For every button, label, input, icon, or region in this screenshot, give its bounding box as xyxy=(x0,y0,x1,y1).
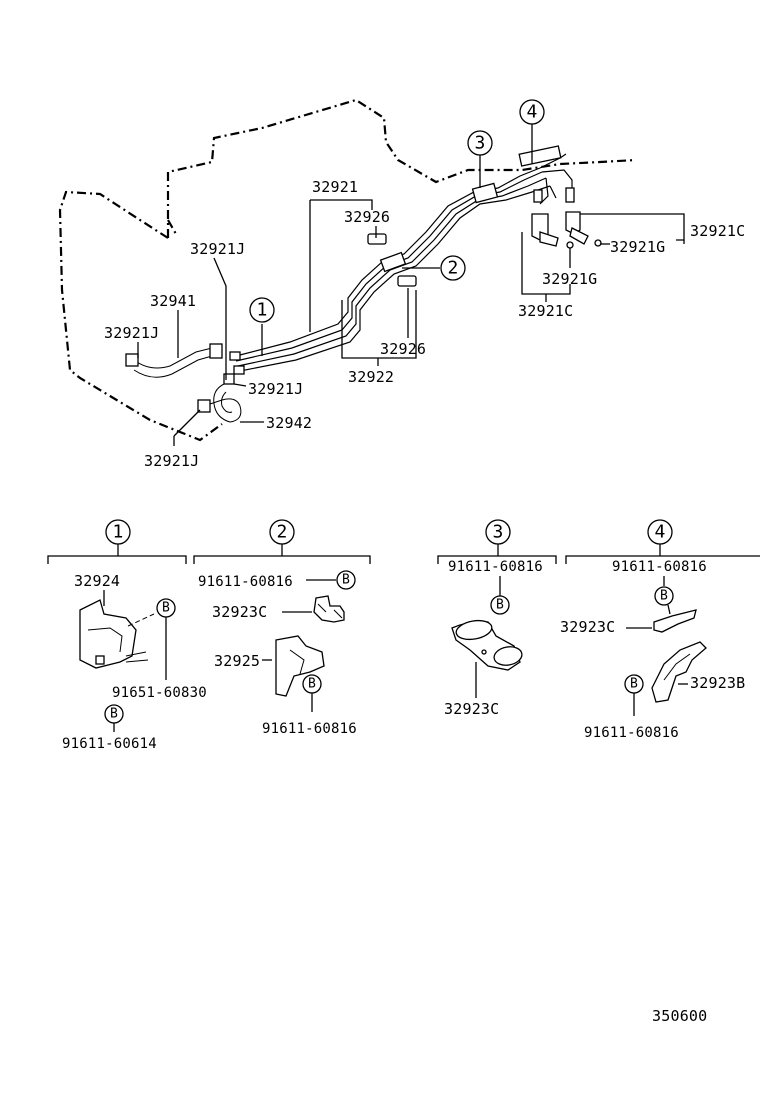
detail-3: 3 91611-60816 B 32923C xyxy=(437,519,557,718)
callout-3: 3 xyxy=(467,130,493,156)
label-32921G-mid: 32921G xyxy=(542,270,597,288)
label-32921G-right: 32921G xyxy=(610,238,665,256)
gasket-32921G xyxy=(566,241,574,249)
bracket-32924 xyxy=(79,599,137,669)
label-32921C-right: 32921C xyxy=(690,222,745,240)
callout-3-label: 3 xyxy=(474,133,485,154)
label-32921J-bottom: 32921J xyxy=(144,452,199,470)
pipe-fitting xyxy=(533,189,543,203)
callout-1: 1 xyxy=(249,297,275,323)
clamp-32923C xyxy=(313,595,345,623)
bolt-b-label: B xyxy=(660,589,668,604)
clamp xyxy=(471,182,499,204)
detail-2-number: 2 xyxy=(276,522,287,543)
tube-32926 xyxy=(397,275,417,287)
flex-hose-32921C xyxy=(569,227,589,245)
bracket-32923B xyxy=(651,641,707,703)
callout-4-label: 4 xyxy=(526,102,537,123)
detail-2: 2 91611-60816 B 32923C 32925 B 91611-608… xyxy=(193,519,371,737)
label-32921J-left: 32921J xyxy=(104,324,159,342)
label-32921J-mid: 32921J xyxy=(248,380,303,398)
detail-1-number: 1 xyxy=(112,522,123,543)
label-32924: 32924 xyxy=(74,572,120,590)
brake-pipes xyxy=(125,145,602,423)
hose-clip-32921J xyxy=(223,373,235,385)
bolt-b-label: B xyxy=(496,598,504,613)
leader-lines xyxy=(137,124,685,446)
label-32923C: 32923C xyxy=(444,700,499,718)
label-32923B: 32923B xyxy=(690,674,745,692)
label-32926-top: 32926 xyxy=(344,208,390,226)
label-32926-bottom: 32926 xyxy=(380,340,426,358)
label-32923C: 32923C xyxy=(212,603,267,621)
label-32921C-bottom: 32921C xyxy=(518,302,573,320)
bolt-b-label: B xyxy=(162,601,170,616)
label-32942: 32942 xyxy=(266,414,312,432)
bolt-b-label: B xyxy=(630,677,638,692)
label-91611-60816-top: 91611-60816 xyxy=(198,574,293,590)
label-91651-60830: 91651-60830 xyxy=(112,685,207,701)
callout-1-label: 1 xyxy=(256,300,267,321)
pipe-fitting xyxy=(565,187,575,203)
pipe-fitting xyxy=(233,365,245,375)
body-outline xyxy=(58,98,637,442)
clamp xyxy=(379,251,407,273)
label-91611-60816-top: 91611-60816 xyxy=(612,559,707,575)
label-32922: 32922 xyxy=(348,368,394,386)
detail-3-number: 3 xyxy=(492,522,503,543)
label-91611-60816: 91611-60816 xyxy=(448,559,543,575)
label-91611-60614: 91611-60614 xyxy=(62,736,157,752)
main-labels: 32921 32926 32921J 32941 32921J 32921J 3… xyxy=(104,178,745,470)
label-91611-60816-bottom: 91611-60816 xyxy=(584,725,679,741)
clamp-32923C xyxy=(653,609,697,633)
bolt-b-label: B xyxy=(342,573,350,588)
bolt-b-circle xyxy=(336,570,356,590)
callout-2-label: 2 xyxy=(447,258,458,279)
detail-4-number: 4 xyxy=(654,522,665,543)
label-91611-60816-bottom: 91611-60816 xyxy=(262,721,357,737)
label-32921: 32921 xyxy=(312,178,358,196)
bolt-b-circle xyxy=(654,586,674,606)
flex-hose-32921C xyxy=(539,231,559,247)
tube-32926 xyxy=(367,233,387,245)
bracket-32925 xyxy=(275,635,325,697)
hose-clip-32921J xyxy=(125,353,139,367)
label-32923C: 32923C xyxy=(560,618,615,636)
callout-4: 4 xyxy=(519,99,545,125)
detail-1: 1 32924 B 91651-60830 B 91611-60614 xyxy=(47,519,207,752)
diagram-code: 350600 xyxy=(652,1007,707,1025)
gasket-32921G xyxy=(594,239,602,247)
hose-clip-32921J xyxy=(209,343,223,359)
label-32921J-top: 32921J xyxy=(190,240,245,258)
bracket xyxy=(518,145,562,167)
bolt-b-circle xyxy=(490,595,510,615)
label-32941: 32941 xyxy=(150,292,196,310)
bolt-b-label: B xyxy=(110,707,118,722)
detail-4: 4 91611-60816 B 32923C 32923B B 91611-60… xyxy=(560,519,760,741)
pipe-fitting xyxy=(229,351,241,361)
bolt-b-label: B xyxy=(308,677,316,692)
callout-2: 2 xyxy=(440,255,466,281)
hose-clip-32921J xyxy=(197,399,211,413)
label-32925: 32925 xyxy=(214,652,260,670)
bolt xyxy=(95,655,105,665)
